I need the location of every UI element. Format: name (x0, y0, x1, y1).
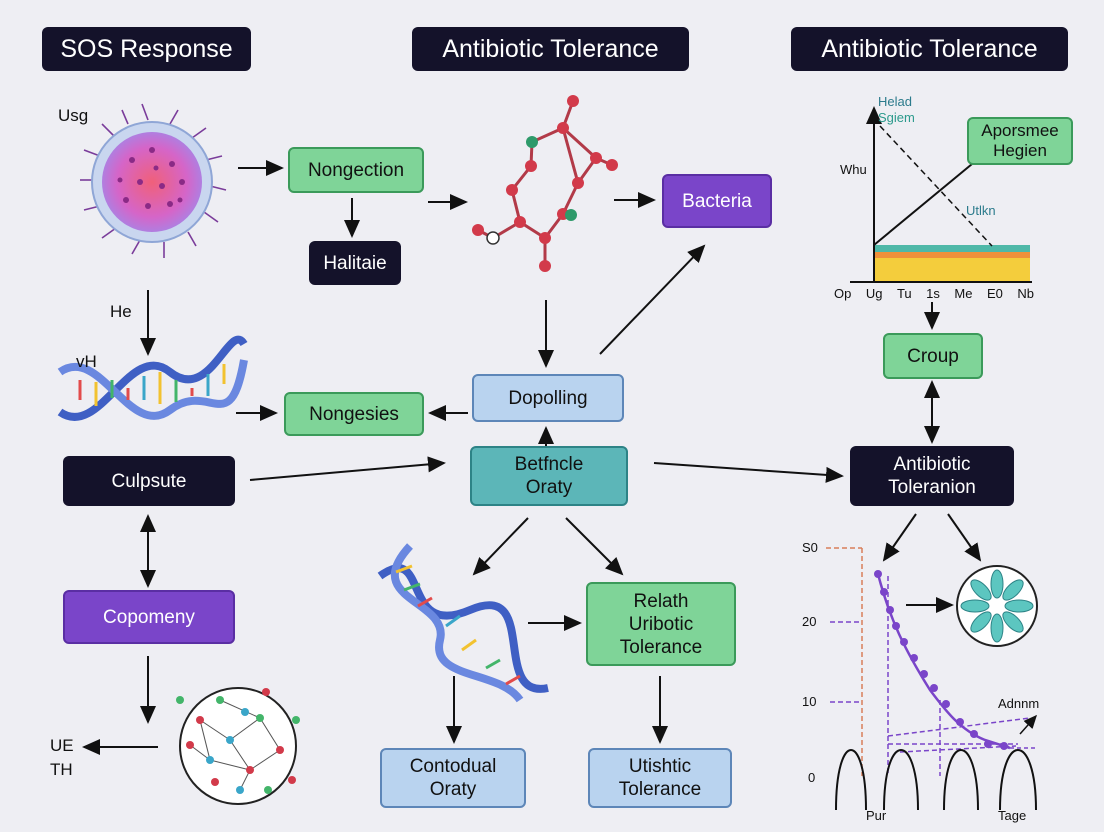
y-tick-10: 10 (802, 694, 817, 709)
label-ue: UE (50, 736, 74, 755)
node-relath-line3: Tolerance (619, 636, 703, 658)
molecule-icon (472, 95, 618, 272)
node-aporsmee-line2: Hegien (993, 141, 1047, 160)
x-tick: Ug (865, 286, 883, 301)
cell-cross-section-icon (956, 565, 1038, 647)
x-label-tage: Tage (998, 808, 1027, 823)
node-betfncle-line2: Oraty (525, 477, 573, 498)
node-halitaie[interactable]: Halitaie (309, 241, 401, 285)
header-antibiotic-tolerance-center: Antibiotic Tolerance (412, 27, 689, 71)
x-tick: Me (954, 286, 973, 301)
x-tick: E0 (986, 286, 1003, 301)
label-vh: vH (76, 352, 97, 371)
label-usg: Usg (58, 106, 89, 125)
chart-label-whu: Whu (840, 162, 867, 177)
dna-helix-bottom-icon (377, 543, 549, 703)
node-relath-line2: Uribotic (628, 613, 694, 635)
node-utishtic-line1: Utishtic (628, 756, 692, 777)
node-antibiotic-line2: Toleranion (888, 477, 976, 498)
node-croup[interactable]: Croup (883, 333, 983, 379)
header-sos-response: SOS Response (42, 27, 251, 71)
top-chart (850, 106, 1032, 283)
node-contodual-line2: Oraty (429, 779, 477, 800)
x-tick: Tu (896, 286, 912, 301)
label-th: TH (50, 760, 73, 779)
x-tick: Nb (1017, 286, 1034, 301)
node-nongection[interactable]: Nongection (288, 147, 424, 193)
node-relath-line1: Relath (633, 590, 689, 612)
node-antibiotic-line1: Antibiotic (893, 454, 971, 475)
dna-helix-icon (57, 335, 248, 421)
node-betfncle-oraty[interactable]: Betfncle Oraty (470, 446, 628, 506)
top-chart-x-ticks: Op Ug Tu 1s Me E0 Nb (834, 286, 1034, 301)
node-aporsmee-line1: Aporsmee (981, 121, 1059, 140)
node-contodual-oraty[interactable]: Contodual Oraty (380, 748, 526, 808)
node-aporsmee-hegien[interactable]: Aporsmee Hegien (967, 117, 1073, 165)
node-nongesies[interactable]: Nongesies (284, 392, 424, 436)
node-utishtic-line2: Tolerance (618, 779, 702, 800)
node-betfncle-line1: Betfncle (514, 454, 584, 475)
chart-label-utlkn: Utlkn (966, 203, 996, 218)
chart-label-helad: Helad (878, 94, 912, 109)
x-label-pur: Pur (866, 808, 887, 823)
node-bacteria[interactable]: Bacteria (662, 174, 772, 228)
label-he: He (110, 302, 132, 321)
bottom-chart (826, 547, 1037, 811)
node-copomeny[interactable]: Copomeny (63, 590, 235, 644)
chart-label-adnnm: Adnnm (998, 696, 1040, 711)
flow-arrows (82, 160, 982, 755)
x-tick: 1s (926, 286, 940, 301)
node-dopolling[interactable]: Dopolling (472, 374, 624, 422)
node-antibiotic-toleranion[interactable]: Antibiotic Toleranion (850, 446, 1014, 506)
node-contodual-line1: Contodual (409, 756, 497, 777)
node-utishtic-tolerance[interactable]: Utishtic Tolerance (588, 748, 732, 808)
header-antibiotic-tolerance-right: Antibiotic Tolerance (791, 27, 1068, 71)
y-tick-s0: S0 (802, 540, 818, 555)
node-relath-uribotic-tolerance[interactable]: Relath Uribotic Tolerance (586, 582, 736, 666)
y-tick-20: 20 (802, 614, 817, 629)
x-tick: Op (834, 286, 852, 301)
network-sphere-icon (176, 687, 300, 805)
y-tick-0: 0 (808, 770, 816, 785)
node-culpsute[interactable]: Culpsute (63, 456, 235, 506)
chart-label-sgiem: Sgiem (878, 110, 915, 125)
bacterium-cell-icon (80, 103, 227, 258)
